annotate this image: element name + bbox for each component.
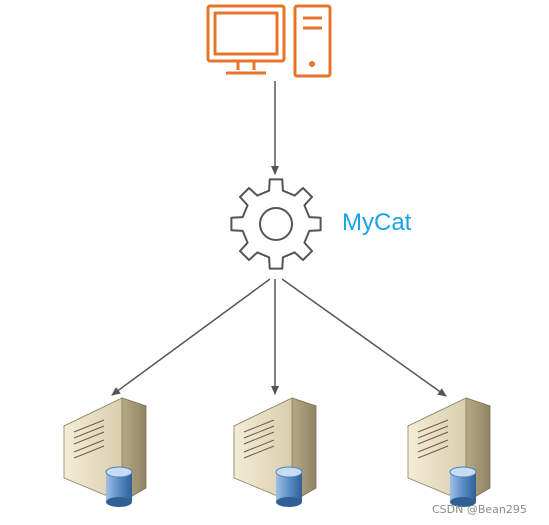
desktop-computer-icon <box>206 4 332 78</box>
database-server-icon <box>232 397 318 507</box>
watermark: CSDN @Bean295 <box>432 503 527 516</box>
database-cylinder-icon <box>105 466 133 507</box>
database-cylinder-icon <box>449 466 477 507</box>
database-cylinder-icon <box>275 466 303 507</box>
database-server-icon <box>62 397 148 507</box>
edge-mycat-to-db3 <box>281 278 447 397</box>
mycat-label: MyCat <box>342 209 412 236</box>
database-server-icon <box>406 397 492 507</box>
edge-mycat-to-db1 <box>111 278 271 396</box>
gear-icon <box>230 178 322 270</box>
edges <box>111 81 447 397</box>
